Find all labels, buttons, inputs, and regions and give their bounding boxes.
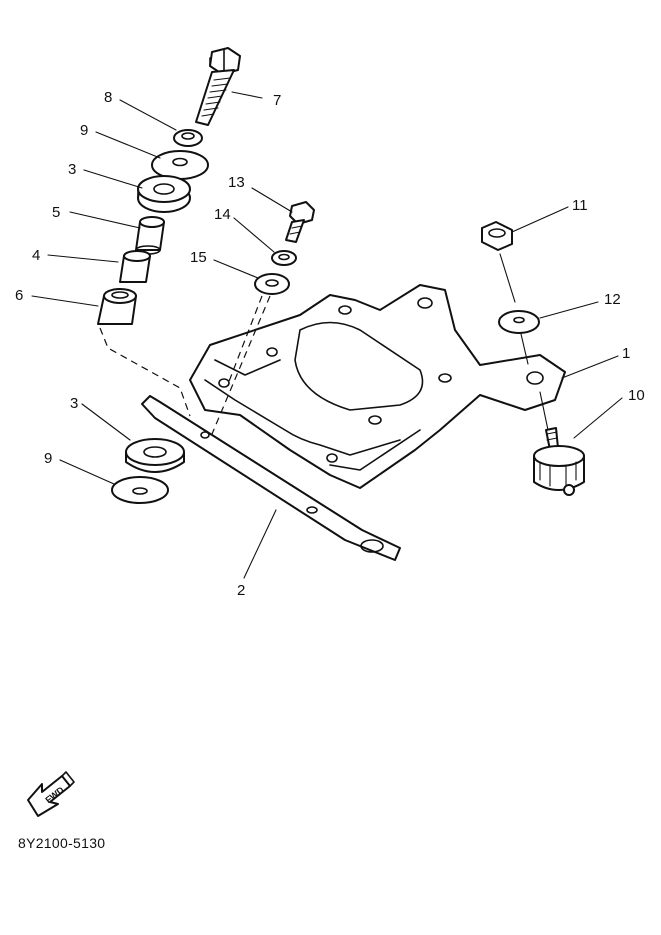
alignment-lines-center [211, 295, 271, 435]
callout-8: 8 [104, 89, 112, 106]
callout-11: 11 [572, 197, 588, 214]
callout-1: 1 [622, 345, 630, 362]
callout-4: 4 [32, 247, 40, 264]
collar-part-5 [135, 216, 165, 255]
washer-part-9-lower [111, 476, 169, 504]
callout-10: 10 [628, 387, 645, 404]
collar-part-4 [119, 250, 151, 283]
callout-15: 15 [190, 249, 207, 266]
washer-part-15 [254, 273, 290, 295]
nut-part-11 [481, 221, 513, 251]
callout-9-upper: 9 [80, 122, 88, 139]
bolt-part-7 [195, 47, 241, 126]
damper-part-10 [533, 427, 585, 496]
callout-3-upper: 3 [68, 161, 76, 178]
callout-6: 6 [15, 287, 23, 304]
rubber-part-3-upper [137, 175, 191, 213]
alignment-lines-left [99, 327, 191, 417]
collar-part-6 [97, 288, 137, 325]
forward-direction-icon: FWD [27, 771, 75, 817]
washer-part-12 [498, 310, 540, 334]
callout-7: 7 [273, 92, 281, 109]
callout-14: 14 [214, 206, 231, 223]
callout-9-lower: 9 [44, 450, 52, 467]
washer-part-14 [271, 250, 297, 266]
leader-lines [31, 91, 623, 579]
lower-bracket-part-2 [141, 395, 401, 561]
alignment-lines-right [499, 253, 549, 431]
callout-13: 13 [228, 174, 245, 191]
callout-2: 2 [237, 582, 245, 599]
washer-part-9-upper [151, 150, 209, 180]
callout-3-lower: 3 [70, 395, 78, 412]
callout-12: 12 [604, 291, 621, 308]
bolt-part-13 [285, 201, 315, 243]
rubber-part-3-lower [125, 438, 185, 473]
callout-5: 5 [52, 204, 60, 221]
drawing-code: 8Y2100-5130 [18, 835, 105, 851]
callout-labels: 1 2 3 3 4 5 6 7 8 9 9 10 11 12 13 14 15 [15, 89, 645, 599]
main-bracket-part-1 [189, 284, 566, 489]
washer-part-8 [173, 129, 203, 147]
